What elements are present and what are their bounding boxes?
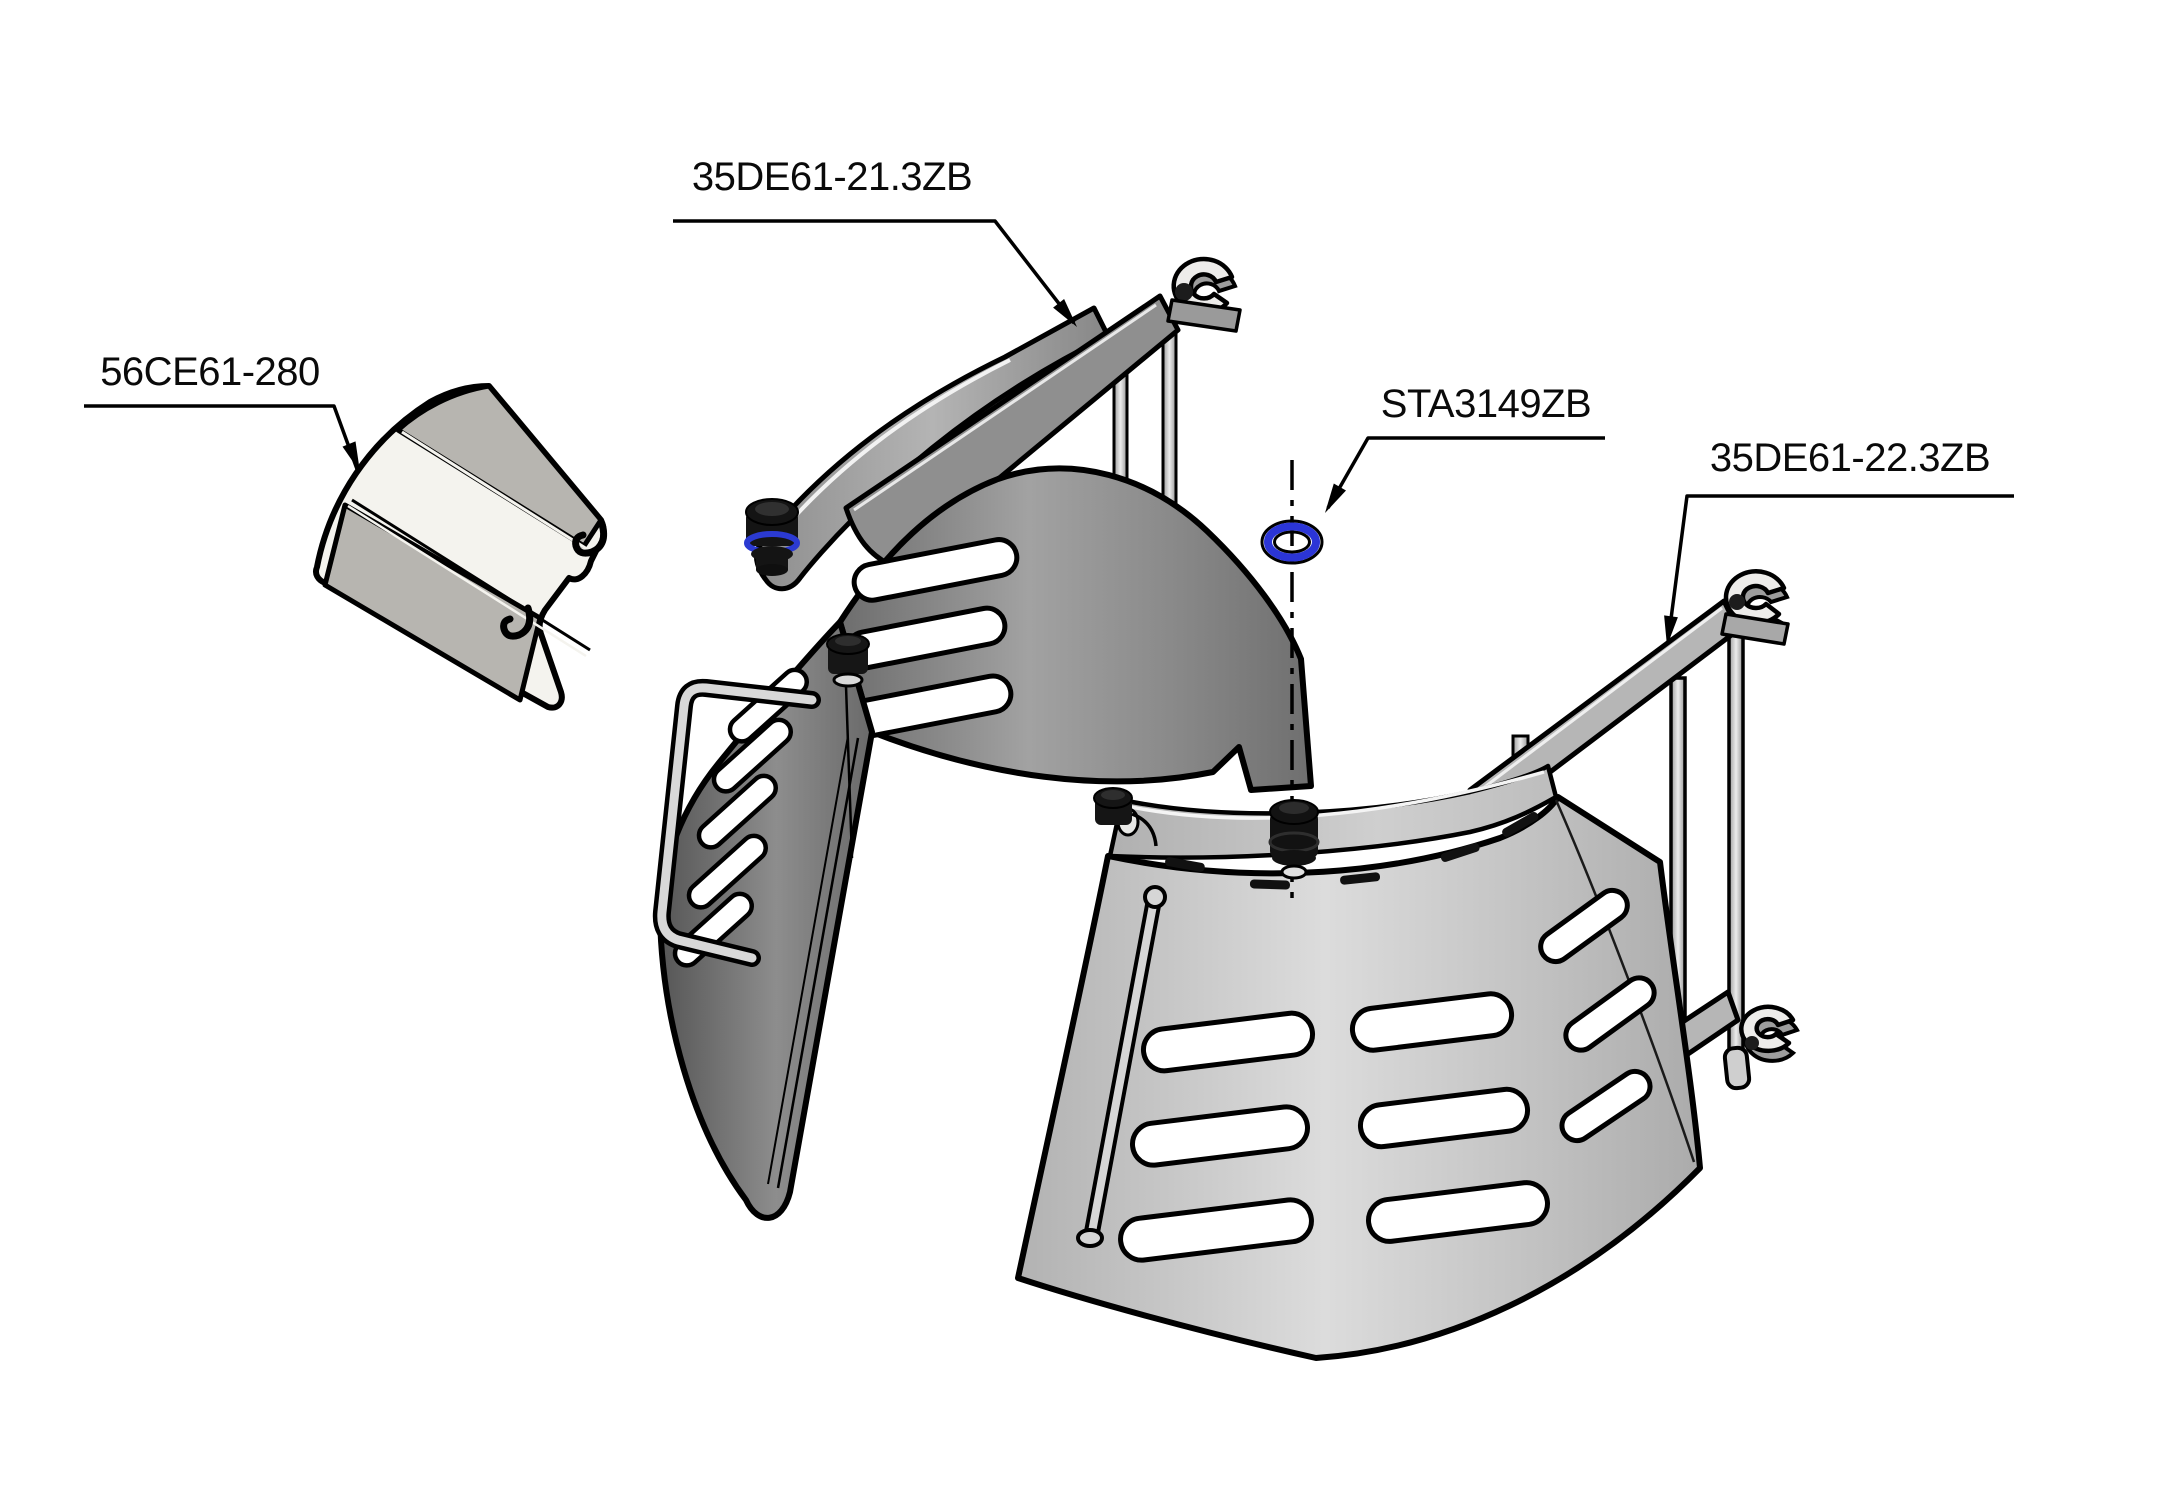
bracket-bend-highlight bbox=[401, 430, 588, 551]
clamp-shelf-upper bbox=[1166, 298, 1242, 333]
callouts: 56CE61-280 35DE61-21.3ZB STA3149ZB 35DE6… bbox=[84, 155, 2014, 646]
callout-lower-guard: 35DE61-22.3ZB bbox=[1664, 436, 2014, 646]
leader-arrowhead bbox=[342, 441, 360, 472]
leg-crease-line-2 bbox=[767, 735, 849, 1185]
frame-rod-right bbox=[1727, 632, 1745, 1052]
leader-arrowhead bbox=[1664, 615, 1678, 646]
rim-end-curl bbox=[1131, 812, 1158, 847]
part-label-35de61-21-3zb: 35DE61-21.3ZB bbox=[692, 155, 972, 199]
upper-guard-slots bbox=[844, 537, 1020, 739]
knob-collar bbox=[1280, 864, 1308, 880]
part-label-56ce61-280: 56CE61-280 bbox=[100, 350, 320, 394]
leader-arrowhead bbox=[1325, 483, 1346, 513]
leg-crease-line bbox=[776, 737, 860, 1189]
upper-guard-wire-handle bbox=[652, 678, 821, 967]
bracket-bottom-flange bbox=[322, 502, 543, 703]
leader-line bbox=[673, 219, 1076, 325]
handle-top-pin bbox=[1143, 885, 1167, 909]
upper-guard-centre-knob bbox=[826, 633, 870, 859]
lower-guard-rim-highlight bbox=[1125, 770, 1545, 820]
lower-guard-slots bbox=[1118, 887, 1657, 1263]
leader-line bbox=[1666, 494, 2014, 643]
upper-guard-part bbox=[652, 256, 1314, 1221]
leg-panel-slots bbox=[672, 667, 810, 968]
clamp-shelf-top bbox=[1720, 612, 1790, 646]
lower-guard-left-knob bbox=[1093, 787, 1158, 847]
clamp-bolt-top bbox=[1729, 594, 1745, 610]
bracket-bend-line bbox=[351, 498, 591, 652]
part-label-sta3149zb: STA3149ZB bbox=[1381, 382, 1591, 426]
knob-wire bbox=[844, 685, 854, 859]
bracket-part bbox=[313, 383, 608, 711]
upper-arm-highlight bbox=[853, 303, 1157, 512]
frame-stud bbox=[1722, 1045, 1752, 1091]
callout-bracket: 56CE61-280 bbox=[84, 350, 360, 472]
bracket-bend-line-2 bbox=[347, 504, 587, 658]
bracket-hook-cutout-2 bbox=[500, 604, 534, 640]
clamp-bolt-bottom bbox=[1745, 1036, 1759, 1050]
upper-guard-knob-with-ring bbox=[744, 498, 800, 576]
handle-foot bbox=[1076, 1228, 1104, 1248]
lower-guard-centre-knob bbox=[1268, 799, 1320, 880]
seal-ring-blue-band bbox=[1264, 522, 1320, 562]
frame-top-arm-highlight bbox=[1477, 606, 1723, 794]
leader-arrowhead bbox=[1053, 299, 1077, 327]
bracket-hook-cutout-1 bbox=[572, 520, 608, 557]
callout-upper-guard: 35DE61-21.3ZB bbox=[673, 155, 1077, 327]
rim-tick-marks bbox=[1165, 811, 1539, 890]
leader-line bbox=[84, 404, 359, 470]
knob-collar bbox=[832, 672, 864, 688]
clamp-bolt-upper bbox=[1175, 283, 1193, 301]
callout-seal-ring: STA3149ZB bbox=[1325, 382, 1605, 513]
lower-guard-handle bbox=[1076, 885, 1167, 1248]
leader-line bbox=[1326, 436, 1605, 509]
seal-ring bbox=[1260, 519, 1324, 565]
upper-bracket-arm bbox=[843, 293, 1181, 569]
part-label-35de61-22-3zb: 35DE61-22.3ZB bbox=[1710, 436, 1990, 480]
lower-guard-part bbox=[1015, 569, 1800, 1361]
